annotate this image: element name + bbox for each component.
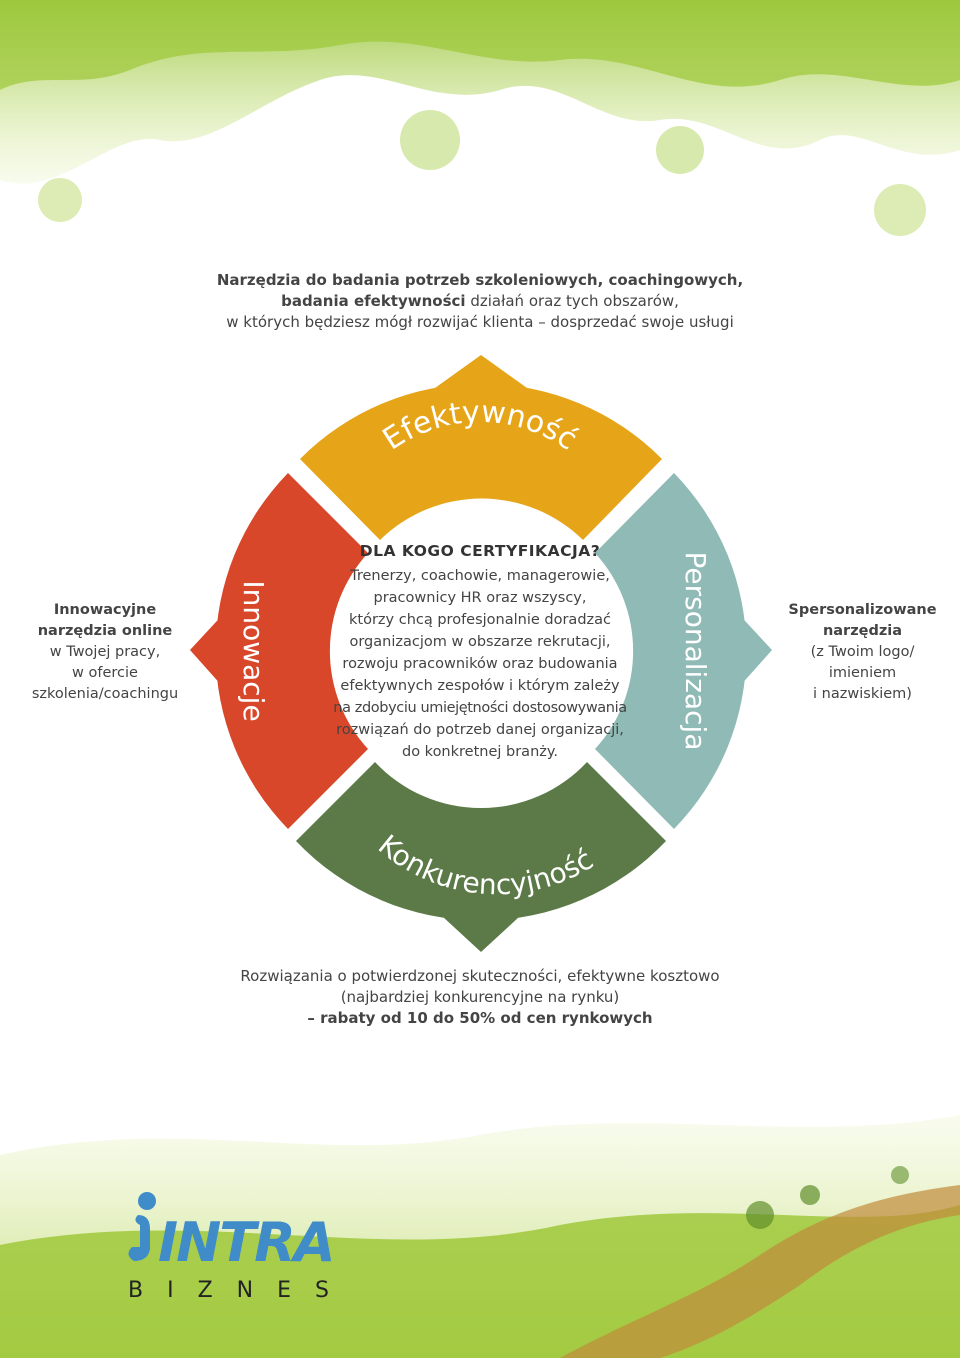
center-line: pracownicy HR oraz wszyscy, — [373, 590, 587, 606]
right-note-line-3: (z Twoim logo/ — [810, 644, 915, 660]
center-title: DLA KOGO CERTYFIKACJA? — [359, 542, 601, 560]
bottom-note-line-3: – rabaty od 10 do 50% od cen rynkowych — [307, 1009, 653, 1027]
arrow-bottom — [430, 905, 532, 952]
left-note-line-5: szkolenia/coachingu — [31, 686, 179, 702]
right-note-bold-2: narzędzia — [822, 623, 903, 639]
segment-innowacje — [215, 473, 368, 829]
intro-line-1: Narzędzia do badania potrzeb szkoleniowy… — [216, 271, 744, 289]
center-line: do konkretnej branży. — [402, 744, 558, 760]
right-note-line-5: i nazwiskiem) — [813, 686, 912, 702]
intra-bizness-logo: INTRA BIZNES — [128, 1192, 353, 1303]
logo-sub: BIZNES — [128, 1278, 353, 1303]
left-note-line-4: w ofercie — [72, 665, 138, 681]
left-note: Innowacyjne narzędzia online w Twojej pr… — [20, 600, 190, 705]
logo-word: INTRA — [158, 1211, 334, 1274]
label-innowacje: Innowacje — [237, 580, 270, 721]
foliage-decoration — [0, 0, 960, 236]
intro-line-2-bold: badania efektywności — [281, 292, 466, 310]
center-line: rozwoju pracowników oraz budowania — [342, 656, 618, 672]
right-note-line-4: imieniem — [828, 665, 897, 681]
right-note: Spersonalizowane narzędzia (z Twoim logo… — [775, 600, 950, 705]
bottom-note: Rozwiązania o potwierdzonej skuteczności… — [180, 966, 780, 1029]
left-note-line-3: w Twojej pracy, — [49, 644, 161, 660]
bottom-note-line-2: (najbardziej konkurencyjne na rynku) — [340, 988, 620, 1006]
arrow-left — [190, 596, 240, 706]
center-line: organizacjom w obszarze rekrutacji, — [349, 634, 611, 650]
center-line: rozwiązań do potrzeb danej organizacji, — [336, 722, 624, 738]
intro-line-2: badania efektywności działań oraz tych o… — [180, 291, 780, 312]
left-note-bold-1: Innowacyjne — [53, 602, 157, 618]
center-description: DLA KOGO CERTYFIKACJA? Trenerzy, coachow… — [325, 540, 635, 763]
intro-line-3: w których będziesz mógł rozwijać klienta… — [226, 313, 734, 331]
arrow-top — [428, 355, 534, 393]
label-personalizacja: Personalizacja — [679, 552, 712, 751]
center-line: na zdobyciu umiejętności dostosowywania — [333, 700, 627, 716]
segment-personalizacja — [595, 473, 747, 829]
segment-konkurencyjnosc — [296, 762, 666, 921]
intro-line-2-rest: działań oraz tych obszarów, — [465, 292, 679, 310]
landscape-decoration — [0, 1115, 960, 1358]
logo-figure-icon — [138, 1192, 156, 1210]
center-line: Trenerzy, coachowie, managerowie, — [350, 568, 610, 584]
left-note-bold-2: narzędzia online — [37, 623, 173, 639]
segment-efektywnosc — [300, 383, 662, 540]
intro-text: Narzędzia do badania potrzeb szkoleniowy… — [180, 270, 780, 333]
center-line: efektywnych zespołów i którym zależy — [340, 678, 620, 694]
center-line: którzy chcą profesjonalnie doradzać — [349, 612, 611, 628]
bottom-note-line-1: Rozwiązania o potwierdzonej skuteczności… — [240, 967, 720, 985]
right-note-bold-1: Spersonalizowane — [788, 602, 937, 618]
arrow-right — [722, 596, 772, 706]
